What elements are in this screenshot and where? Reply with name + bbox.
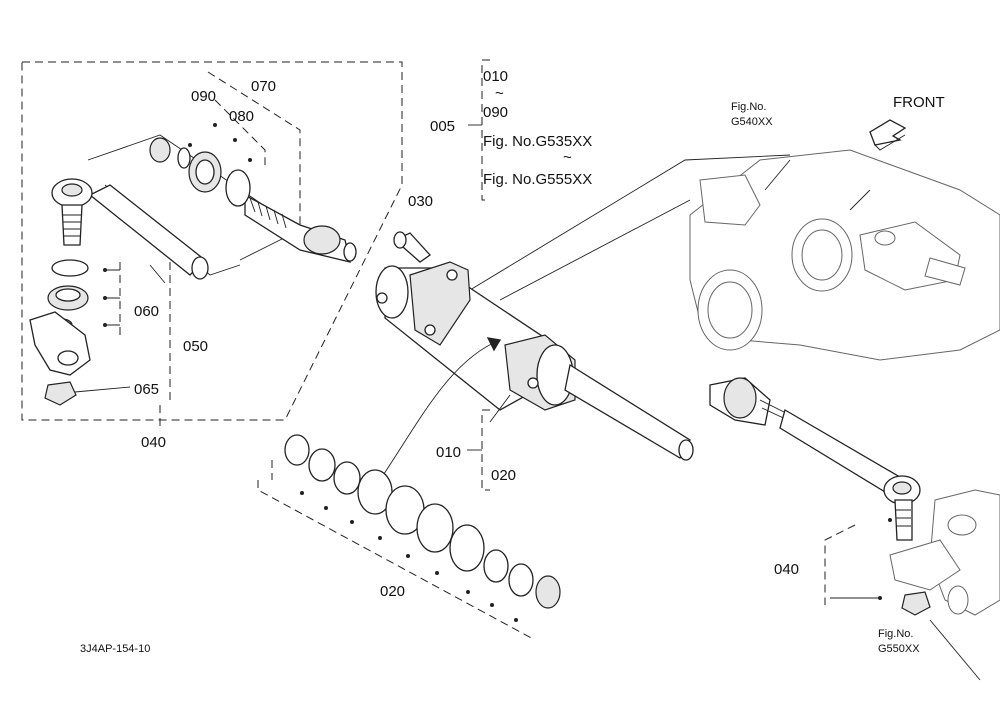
seal-kit (257, 434, 561, 641)
label-090: 090 (191, 88, 216, 105)
steering-knuckle (889, 489, 1000, 681)
group-tilde-2: ~ (563, 149, 572, 166)
label-005: 005 (430, 118, 455, 135)
tie-rod-left (21, 61, 403, 430)
fig-top-label: Fig.No. (731, 101, 766, 113)
group-end: 090 (483, 104, 508, 121)
document-code: 3J4AP-154-10 (80, 643, 150, 655)
label-080: 080 (229, 108, 254, 125)
front-arrow-icon (869, 119, 907, 151)
label-020-bottom: 020 (380, 583, 405, 600)
label-060: 060 (134, 303, 159, 320)
label-050: 050 (183, 338, 208, 355)
group-tilde-1: ~ (495, 85, 504, 102)
group-start: 010 (483, 68, 508, 85)
label-030: 030 (408, 193, 433, 210)
label-040-right: 040 (774, 561, 799, 578)
label-040-left: 040 (141, 434, 166, 451)
fig-bottom-label: Fig.No. (878, 628, 913, 640)
group-bracket (481, 59, 490, 201)
group-fig-to: Fig. No.G555XX (483, 171, 592, 188)
group-fig-from: Fig. No.G535XX (483, 133, 592, 150)
fig-bottom-value: G550XX (878, 643, 920, 655)
cylinder-assembly (375, 154, 791, 481)
label-065: 065 (134, 381, 159, 398)
label-070: 070 (251, 78, 276, 95)
fig-top-value: G540XX (731, 116, 773, 128)
axle-housing (689, 149, 1000, 361)
label-020-right: 020 (491, 467, 516, 484)
tie-rod-right (709, 377, 931, 616)
label-010: 010 (436, 444, 461, 461)
front-label: FRONT (893, 94, 945, 111)
